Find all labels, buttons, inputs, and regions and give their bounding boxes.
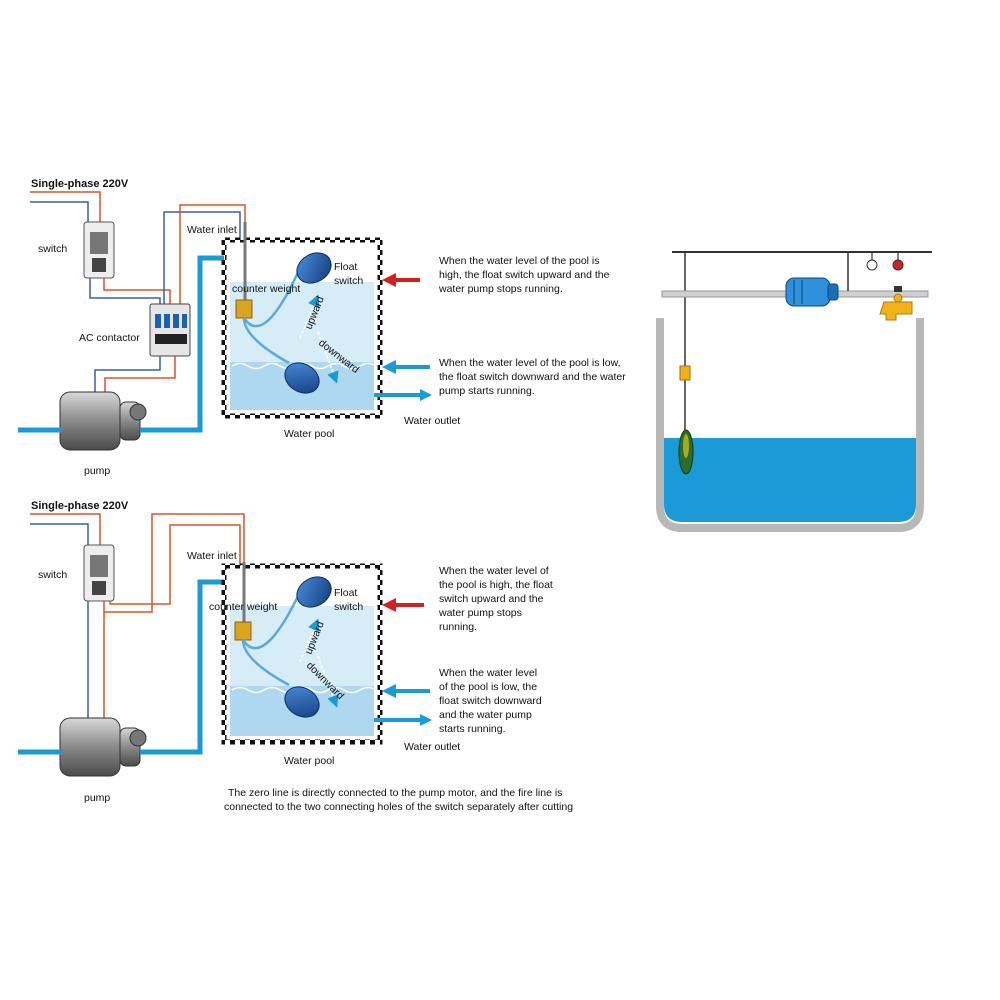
- bottom-water-pool-label: Water pool: [284, 755, 334, 767]
- tank-motor: [785, 277, 839, 307]
- bottom-high-arrow: [382, 598, 396, 612]
- bottom-note-low-3: float switch downward: [439, 695, 542, 707]
- top-ac-contactor: [149, 303, 191, 357]
- tank-water: [664, 438, 916, 522]
- top-pump-label: pump: [84, 465, 110, 477]
- tank-illustration: [656, 251, 932, 532]
- bottom-note-high-4: water pump stops: [438, 607, 522, 619]
- bottom-return-wire-float: [109, 524, 241, 618]
- top-neutral-wire-contactor: [89, 278, 161, 304]
- faucet-icon: [879, 286, 913, 321]
- top-note-low-3: pump starts running.: [439, 385, 535, 397]
- top-note-high-1: When the water level of the pool is: [439, 255, 600, 267]
- bottom-note-low-5: starts running.: [439, 723, 506, 735]
- top-pump-wire-blue: [94, 356, 161, 392]
- bottom-neutral-wire-in: [30, 523, 89, 545]
- top-low-arrow: [382, 360, 396, 374]
- top-note-low-2: the float switch downward and the water: [439, 371, 626, 383]
- bottom-note-high-2: the pool is high, the float: [439, 579, 553, 591]
- top-note-low-1: When the water level of the pool is low,: [439, 357, 621, 369]
- bottom-pipe-to-pool: [140, 579, 232, 755]
- top-live-wire-contactor: [103, 278, 171, 304]
- top-outlet-arrow: [420, 389, 432, 401]
- bottom-float-label-1: Float: [334, 587, 357, 599]
- bottom-switch-label: switch: [38, 569, 67, 581]
- top-float-label-1: Float: [334, 261, 357, 273]
- top-note-high-2: high, the float switch upward and the: [439, 269, 610, 281]
- bottom-outlet-arrow: [420, 714, 432, 726]
- bottom-water-outlet-label: Water outlet: [404, 741, 460, 753]
- bottom-note-low-2: of the pool is low, the: [439, 681, 537, 693]
- indicator-light-white: [866, 259, 878, 271]
- bottom-pump-label: pump: [84, 792, 110, 804]
- top-high-arrow: [382, 273, 396, 287]
- tank-wall: [656, 318, 924, 532]
- top-pipe-to-pool: [140, 255, 232, 433]
- top-note-high-3: water pump stops running.: [438, 283, 563, 295]
- top-live-wire-in: [30, 191, 101, 222]
- tank-counter-weight: [679, 365, 691, 381]
- bottom-pump: [59, 717, 147, 777]
- bottom-power-label: Single-phase 220V: [31, 500, 129, 512]
- top-water-inlet-label: Water inlet: [187, 224, 237, 236]
- bottom-note-low-4: and the water pump: [439, 709, 532, 721]
- top-contactor-label: AC contactor: [79, 332, 140, 344]
- bottom-note-high-3: switch upward and the: [439, 593, 544, 605]
- bottom-note-high-1: When the water level of: [439, 565, 549, 577]
- top-power-label: Single-phase 220V: [31, 178, 129, 190]
- top-switch-label: switch: [38, 243, 67, 255]
- top-pump-wire-red: [104, 356, 176, 392]
- top-counter-weight-label: counter weight: [232, 283, 300, 295]
- top-water-outlet-label: Water outlet: [404, 415, 460, 427]
- bottom-live-wire-float: [103, 513, 245, 618]
- bottom-note-low-1: When the water level: [439, 667, 537, 679]
- indicator-light-red: [892, 259, 904, 271]
- top-float-label-2: switch: [334, 275, 363, 287]
- top-neutral-wire-in: [30, 201, 89, 222]
- bottom-caption-2: connected to the two connecting holes of…: [224, 801, 573, 813]
- top-diagram: Single-phase 220V switch AC contactor: [18, 178, 626, 477]
- bottom-water-pool: [221, 562, 383, 745]
- bottom-caption-1: The zero line is directly connected to t…: [228, 787, 562, 799]
- top-water-pool-label: Water pool: [284, 428, 334, 440]
- bottom-diagram: Single-phase 220V switch pump: [18, 500, 573, 813]
- bottom-low-arrow: [382, 684, 396, 698]
- bottom-counter-weight-label: counter weight: [209, 601, 277, 613]
- bottom-live-wire-in: [30, 513, 101, 545]
- top-water-pool: [221, 222, 383, 419]
- top-switch: [83, 221, 115, 279]
- bottom-switch: [83, 544, 115, 602]
- bottom-float-label-2: switch: [334, 601, 363, 613]
- top-pump: [59, 391, 147, 451]
- bottom-water-inlet-label: Water inlet: [187, 550, 237, 562]
- bottom-note-high-5: running.: [439, 621, 477, 633]
